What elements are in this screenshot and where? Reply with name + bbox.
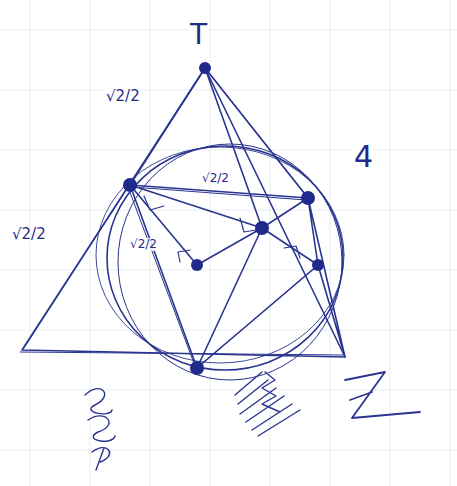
- sphere-outline-retrace: [96, 147, 344, 363]
- outer-triangle: [22, 68, 345, 357]
- length-label: 4: [352, 140, 375, 173]
- outer-triangle-retrace: [20, 70, 343, 355]
- dimension-label: √2/2: [128, 238, 159, 251]
- solid-edges-retrace: [128, 70, 316, 366]
- dimension-label: √2/2: [10, 226, 48, 243]
- solid-edges: [130, 68, 345, 368]
- scribble: [235, 372, 300, 436]
- scribble: [85, 389, 115, 470]
- vertex-label: T: [188, 20, 209, 51]
- dimension-label: √2/2: [200, 172, 231, 185]
- right-angle-marks: [144, 196, 300, 262]
- vertex-dots: [123, 62, 324, 375]
- scribble: [345, 372, 420, 418]
- dimension-label: √2/2: [104, 88, 142, 105]
